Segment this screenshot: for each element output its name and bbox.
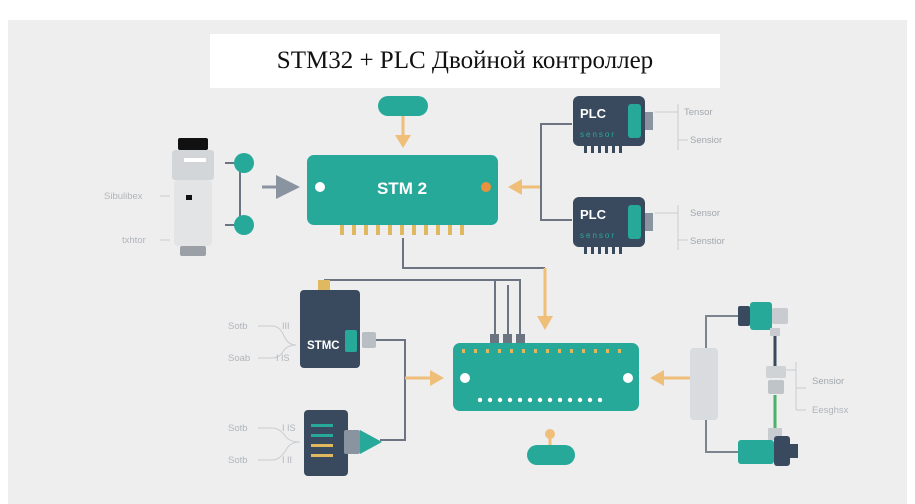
connector-mid-label-1: I IS — [282, 423, 296, 433]
stmc-module — [300, 290, 376, 368]
plc-top-sublabel: sensor — [580, 130, 616, 139]
stmc-left-label-1: Sotb — [228, 321, 248, 332]
connector-left-links — [258, 427, 301, 461]
stmc-top-pin — [318, 280, 330, 290]
plc-top-bracket — [655, 104, 688, 150]
stm-main-label: STM 2 — [377, 179, 427, 198]
left-sensor-device — [172, 138, 214, 256]
title-box: STM32 + PLC Двойной контроллер — [210, 34, 720, 88]
stm-main-block — [307, 155, 498, 235]
stmc-mid-label-1: III — [282, 321, 290, 331]
main-controller-board — [453, 334, 639, 411]
left-label-1: Sibulibex — [104, 191, 143, 202]
plc-top-label-2: Sensior — [690, 135, 722, 146]
top-connector-pill — [378, 96, 428, 116]
plc-top-label: PLC — [580, 106, 607, 121]
orange-arrows — [395, 116, 690, 448]
connector-left-label-2: Sotb — [228, 455, 248, 466]
plc-bottom-bracket — [655, 205, 688, 250]
right-label-2: Eesghsx — [812, 405, 849, 416]
plc-bottom-module — [573, 197, 653, 254]
right-label-1: Sensior — [812, 376, 844, 387]
right-top-sensor — [738, 302, 788, 336]
plc-bottom-label-2: Senstior — [690, 236, 725, 247]
plc-top-label-1: Tensor — [684, 107, 713, 118]
connector-module — [304, 410, 382, 476]
left-port-top — [234, 153, 254, 173]
stmc-label: STMC — [307, 340, 340, 352]
bottom-connector-dot — [545, 429, 555, 439]
right-bottom-sensor — [738, 428, 798, 466]
connector-mid-label-2: I II — [282, 455, 292, 465]
stmc-left-label-2: Soab — [228, 353, 250, 364]
plc-bottom-label: PLC — [580, 207, 607, 222]
bottom-connector-pill — [527, 445, 575, 465]
diagram-title: STM32 + PLC Двойной контроллер — [276, 47, 654, 74]
left-port-bottom — [234, 215, 254, 235]
stmc-mid-label-2: I IS — [276, 353, 290, 363]
plc-bottom-label-1: Sensor — [690, 208, 720, 219]
right-housing — [690, 348, 718, 420]
connector-left-label-1: Sotb — [228, 423, 248, 434]
diagram-background — [8, 20, 907, 504]
plc-top-module — [573, 96, 653, 153]
stmc-left-links — [258, 325, 297, 359]
right-label-bracket — [786, 362, 806, 411]
plc-bottom-sublabel: sensor — [580, 231, 616, 240]
left-label-2: txhtor — [122, 235, 146, 246]
left-label-ticks — [160, 195, 170, 241]
right-mid-connector — [766, 366, 786, 394]
